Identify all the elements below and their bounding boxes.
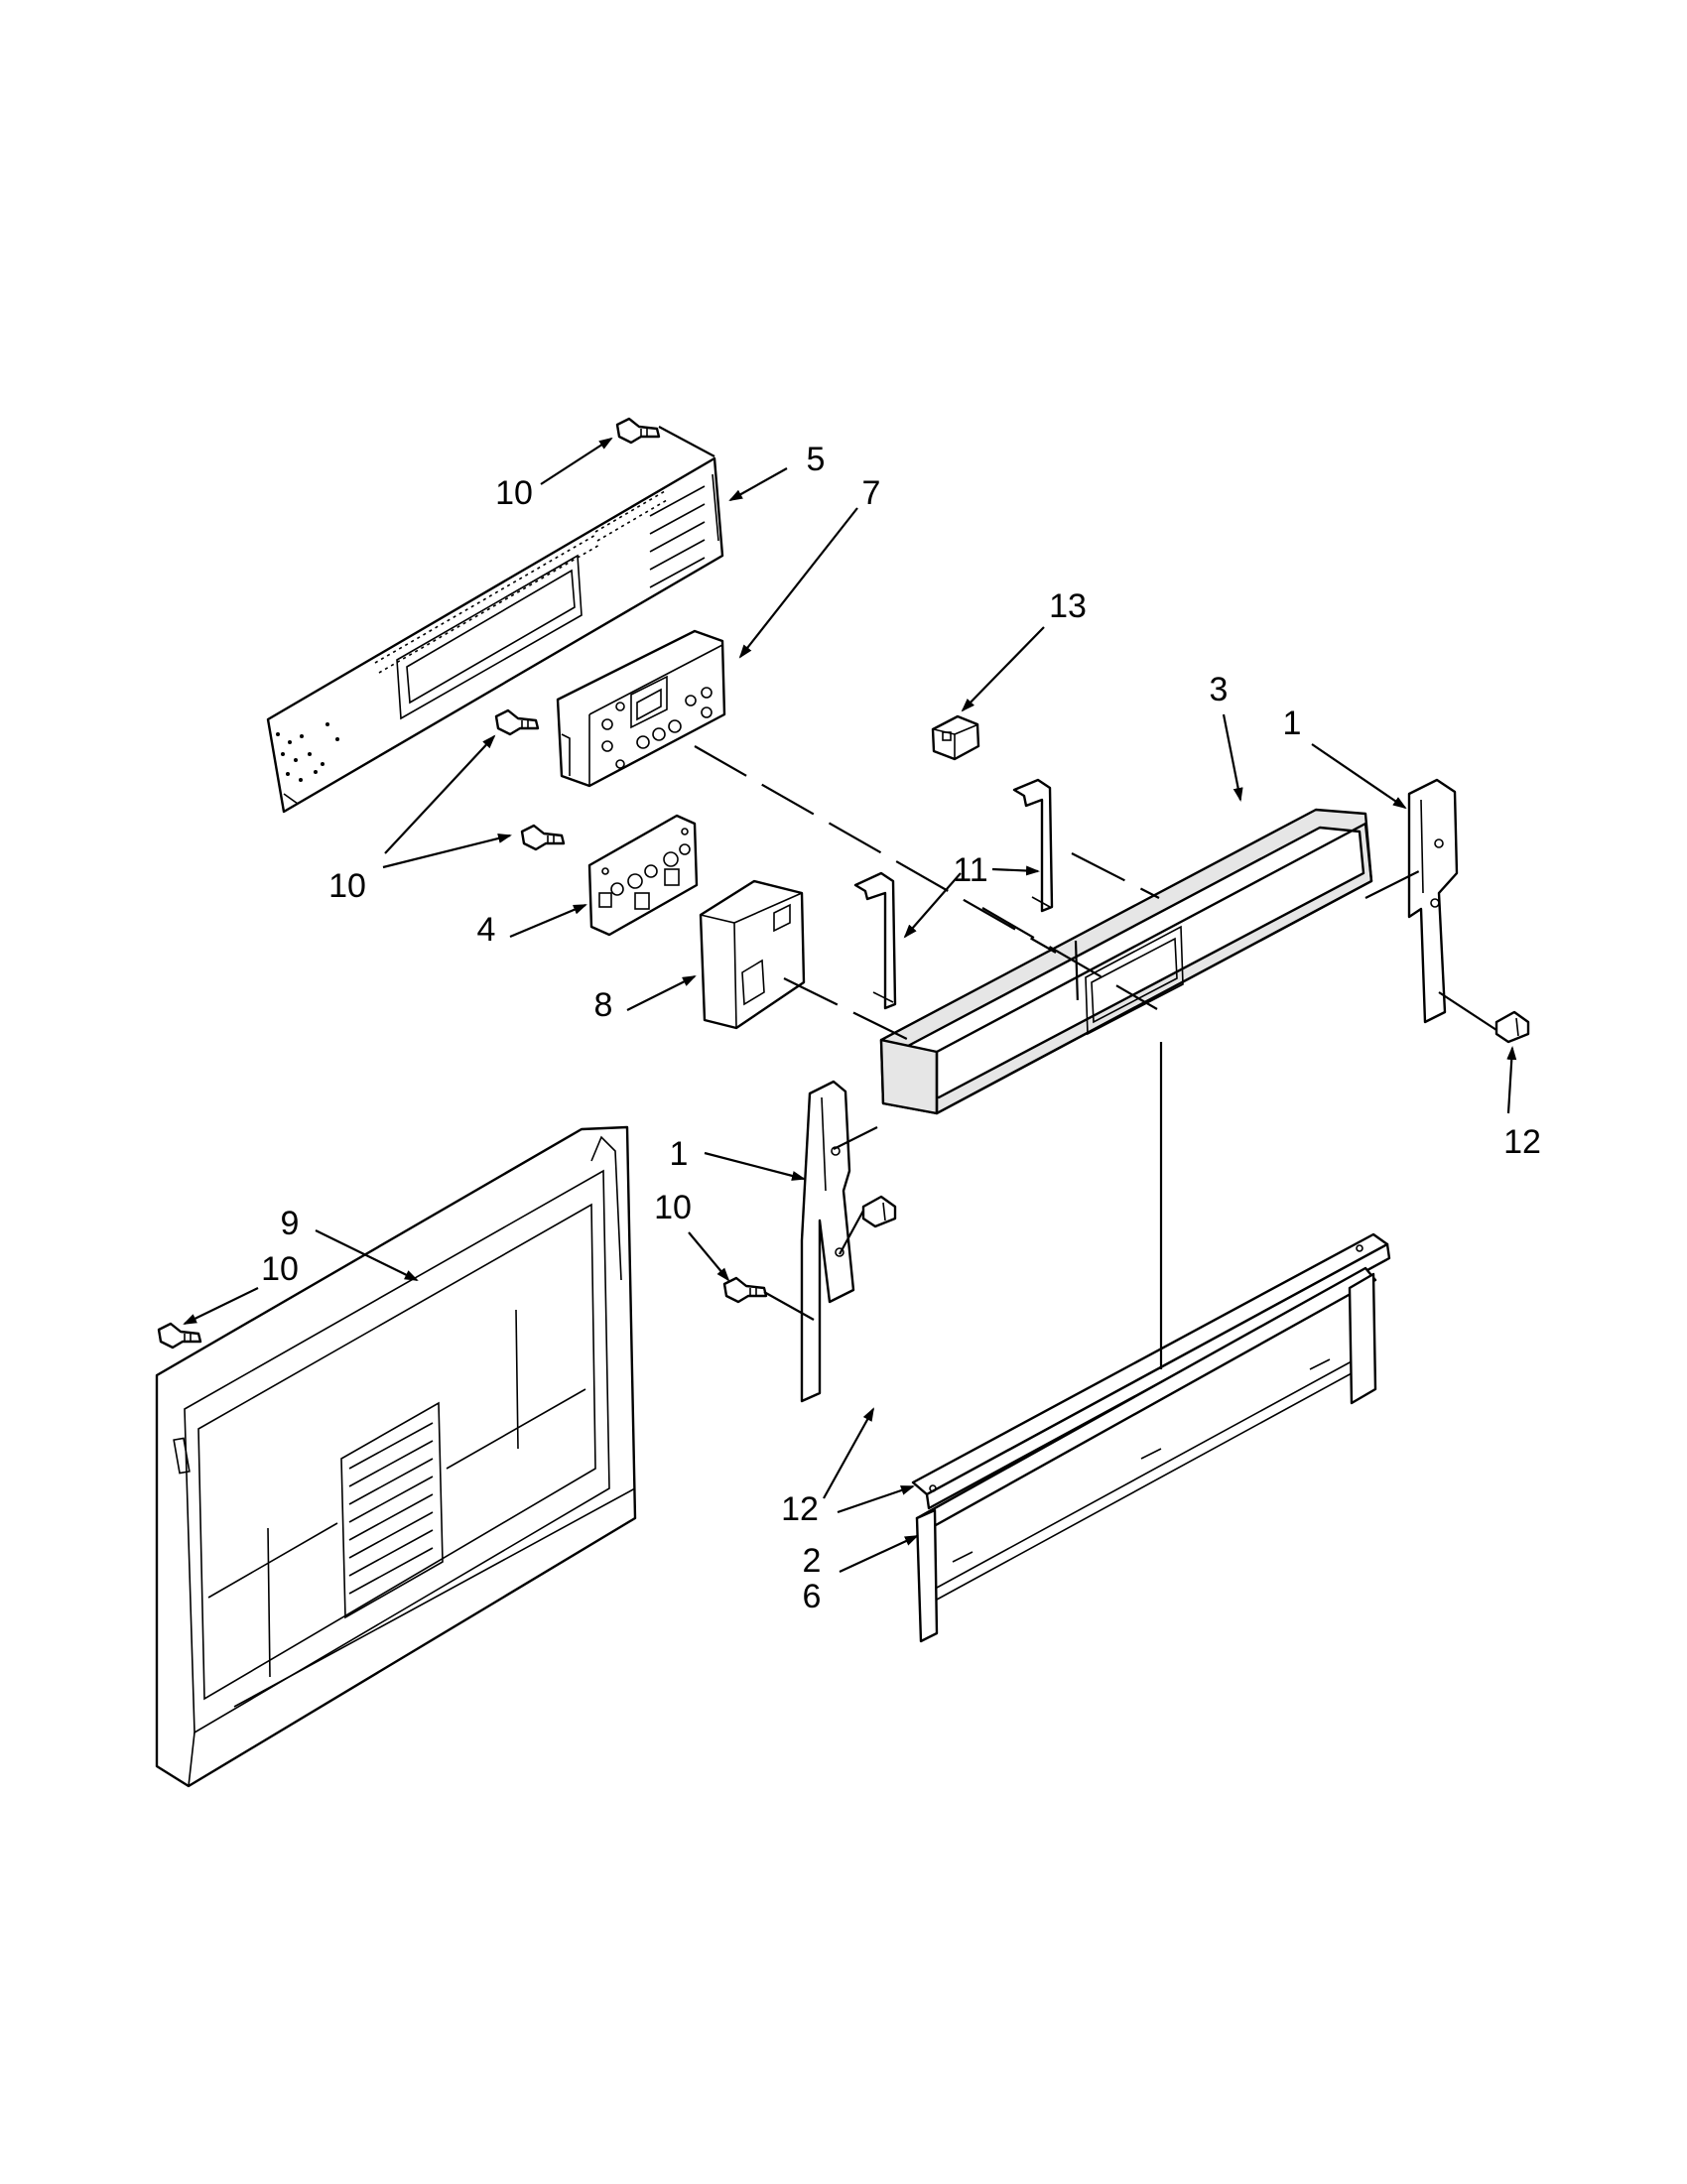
callout-10-center: 10	[654, 1189, 692, 1226]
callout-1-left: 1	[670, 1135, 689, 1173]
callout-11: 11	[953, 851, 987, 889]
callout-7: 7	[862, 474, 881, 512]
callout-13: 13	[1049, 587, 1087, 625]
part-7-electronic-control	[556, 629, 726, 788]
part-13-switch	[931, 714, 980, 761]
part-10-screw-center	[722, 1276, 768, 1304]
part-9-rear-panel	[155, 1125, 637, 1788]
part-11-bracket-right	[1012, 778, 1054, 913]
part-10-screw-left	[157, 1322, 202, 1349]
part-1-side-bracket-right	[1407, 778, 1459, 1024]
part-11-bracket-left	[853, 871, 897, 1010]
part-10-screw-mid-upper	[494, 708, 540, 736]
callout-12-right: 12	[1503, 1123, 1541, 1161]
callout-2: 2	[803, 1542, 822, 1580]
part-8-board-shield	[699, 879, 806, 1030]
part-1-side-bracket-left	[800, 1080, 855, 1403]
callout-10-mid: 10	[328, 867, 366, 905]
alignment-lines	[658, 426, 1497, 1369]
leader-arrows	[183, 437, 1517, 1573]
callout-labels: 10 5 7 13 3 1 10 11 4 8 12 1 9 10 10 12 …	[261, 441, 1541, 1615]
callout-3: 3	[1210, 671, 1229, 708]
callout-9: 9	[281, 1205, 300, 1242]
part-12-connector-right	[1494, 1010, 1530, 1044]
callout-10-left: 10	[261, 1250, 299, 1288]
callout-12-left: 12	[781, 1490, 819, 1528]
callout-10-top: 10	[495, 474, 533, 512]
callout-4: 4	[477, 911, 496, 949]
part-6-lower-frame	[915, 1266, 1377, 1643]
callout-8: 8	[594, 986, 613, 1024]
part-10-screw-top	[615, 417, 661, 445]
part-10-screw-mid-lower	[520, 824, 566, 851]
part-2-lower-channel	[911, 1232, 1391, 1510]
part-5-rear-upper-panel	[266, 456, 724, 814]
callout-1-right: 1	[1283, 705, 1302, 742]
part-3-control-panel	[879, 808, 1373, 1115]
part-12-connector-left	[861, 1195, 897, 1228]
callout-5: 5	[807, 441, 826, 478]
part-4-control-board	[587, 814, 699, 937]
callout-6: 6	[803, 1578, 822, 1615]
